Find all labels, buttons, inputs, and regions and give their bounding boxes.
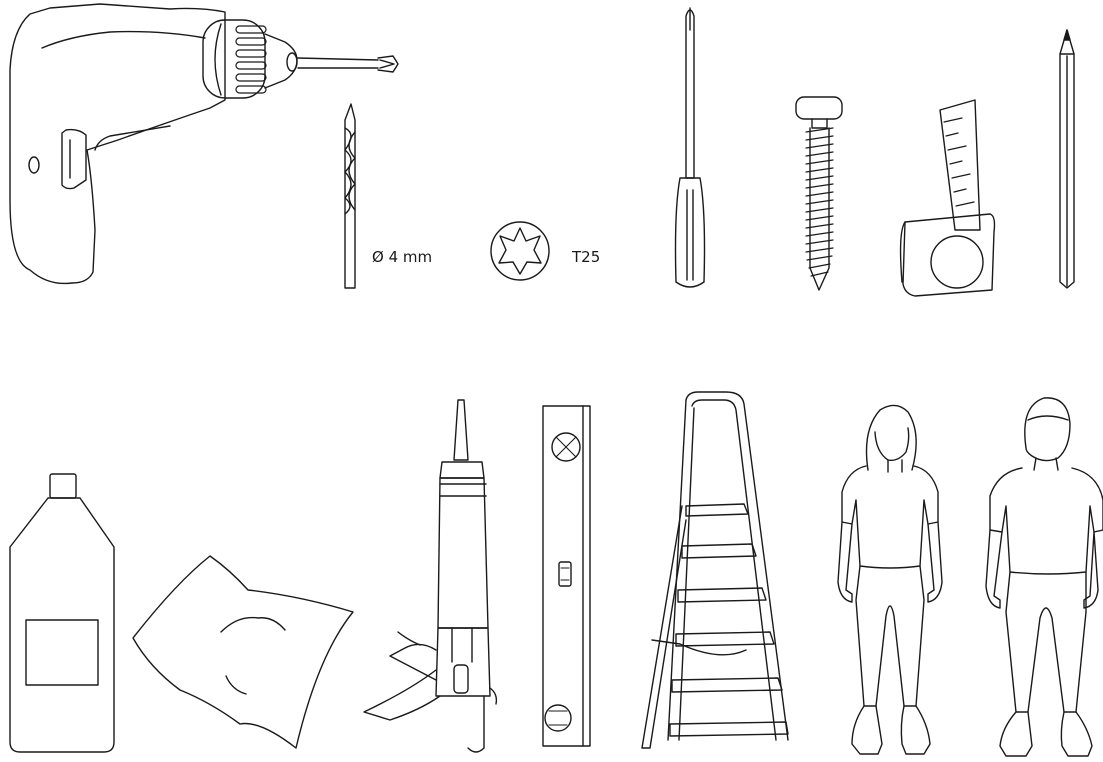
electric-drill-icon xyxy=(10,4,398,283)
drill-bit-icon xyxy=(345,104,355,288)
tape-measure-icon xyxy=(901,100,995,296)
step-ladder-icon xyxy=(642,392,788,748)
torx-bit-icon xyxy=(491,222,549,280)
woman-figure-icon xyxy=(838,405,942,754)
caulking-gun-icon xyxy=(364,400,496,752)
cleaning-bottle-icon xyxy=(10,474,114,752)
spirit-level-icon xyxy=(543,406,590,746)
man-figure-icon xyxy=(986,398,1103,756)
screwdriver-icon xyxy=(676,8,705,287)
pencil-icon xyxy=(1060,30,1074,288)
screw-icon xyxy=(796,97,842,290)
torx-size-label: T25 xyxy=(571,248,600,266)
drill-bit-size-label: Ø 4 mm xyxy=(372,248,432,266)
cloth-icon xyxy=(133,556,353,748)
